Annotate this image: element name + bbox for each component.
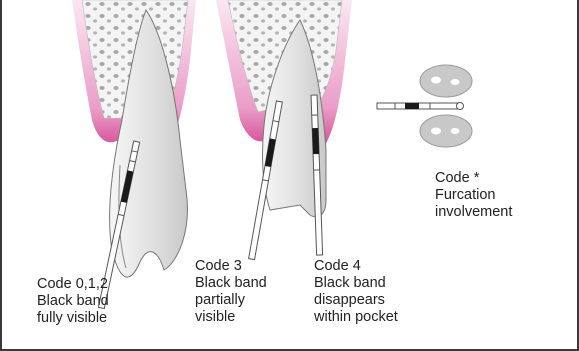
label-code-012-line1: Code 0,1,2 <box>37 276 109 293</box>
label-furcation-line3: involvement <box>435 204 512 221</box>
label-code-3-line2: Black band <box>195 275 267 292</box>
label-code-4: Code 4 Black band disappears within pock… <box>314 258 398 326</box>
label-code-012-line2: Black band <box>37 293 109 310</box>
label-furcation-line2: Furcation <box>435 187 512 204</box>
label-code-4-line4: within pocket <box>314 309 398 326</box>
root-cross-section-top <box>420 65 472 97</box>
label-code-4-line1: Code 4 <box>314 258 398 275</box>
label-code-4-line3: disappears <box>314 292 398 309</box>
label-code-3-line4: visible <box>195 309 267 326</box>
tooth-diagram-code-3-4 <box>216 0 352 260</box>
label-furcation-line1: Code * <box>435 170 512 187</box>
label-code-3-line3: partially <box>195 292 267 309</box>
label-code-012-line3: fully visible <box>37 310 109 327</box>
label-code-012: Code 0,1,2 Black band fully visible <box>37 276 109 327</box>
furcation-diagram <box>377 65 472 147</box>
label-code-3: Code 3 Black band partially visible <box>195 258 267 326</box>
tooth-diagram-code-012 <box>72 0 196 309</box>
furcation-probe <box>377 103 464 110</box>
root-cross-section-bottom <box>420 115 472 147</box>
label-code-4-line2: Black band <box>314 275 398 292</box>
label-furcation: Code * Furcation involvement <box>435 170 512 221</box>
label-code-3-line1: Code 3 <box>195 258 267 275</box>
